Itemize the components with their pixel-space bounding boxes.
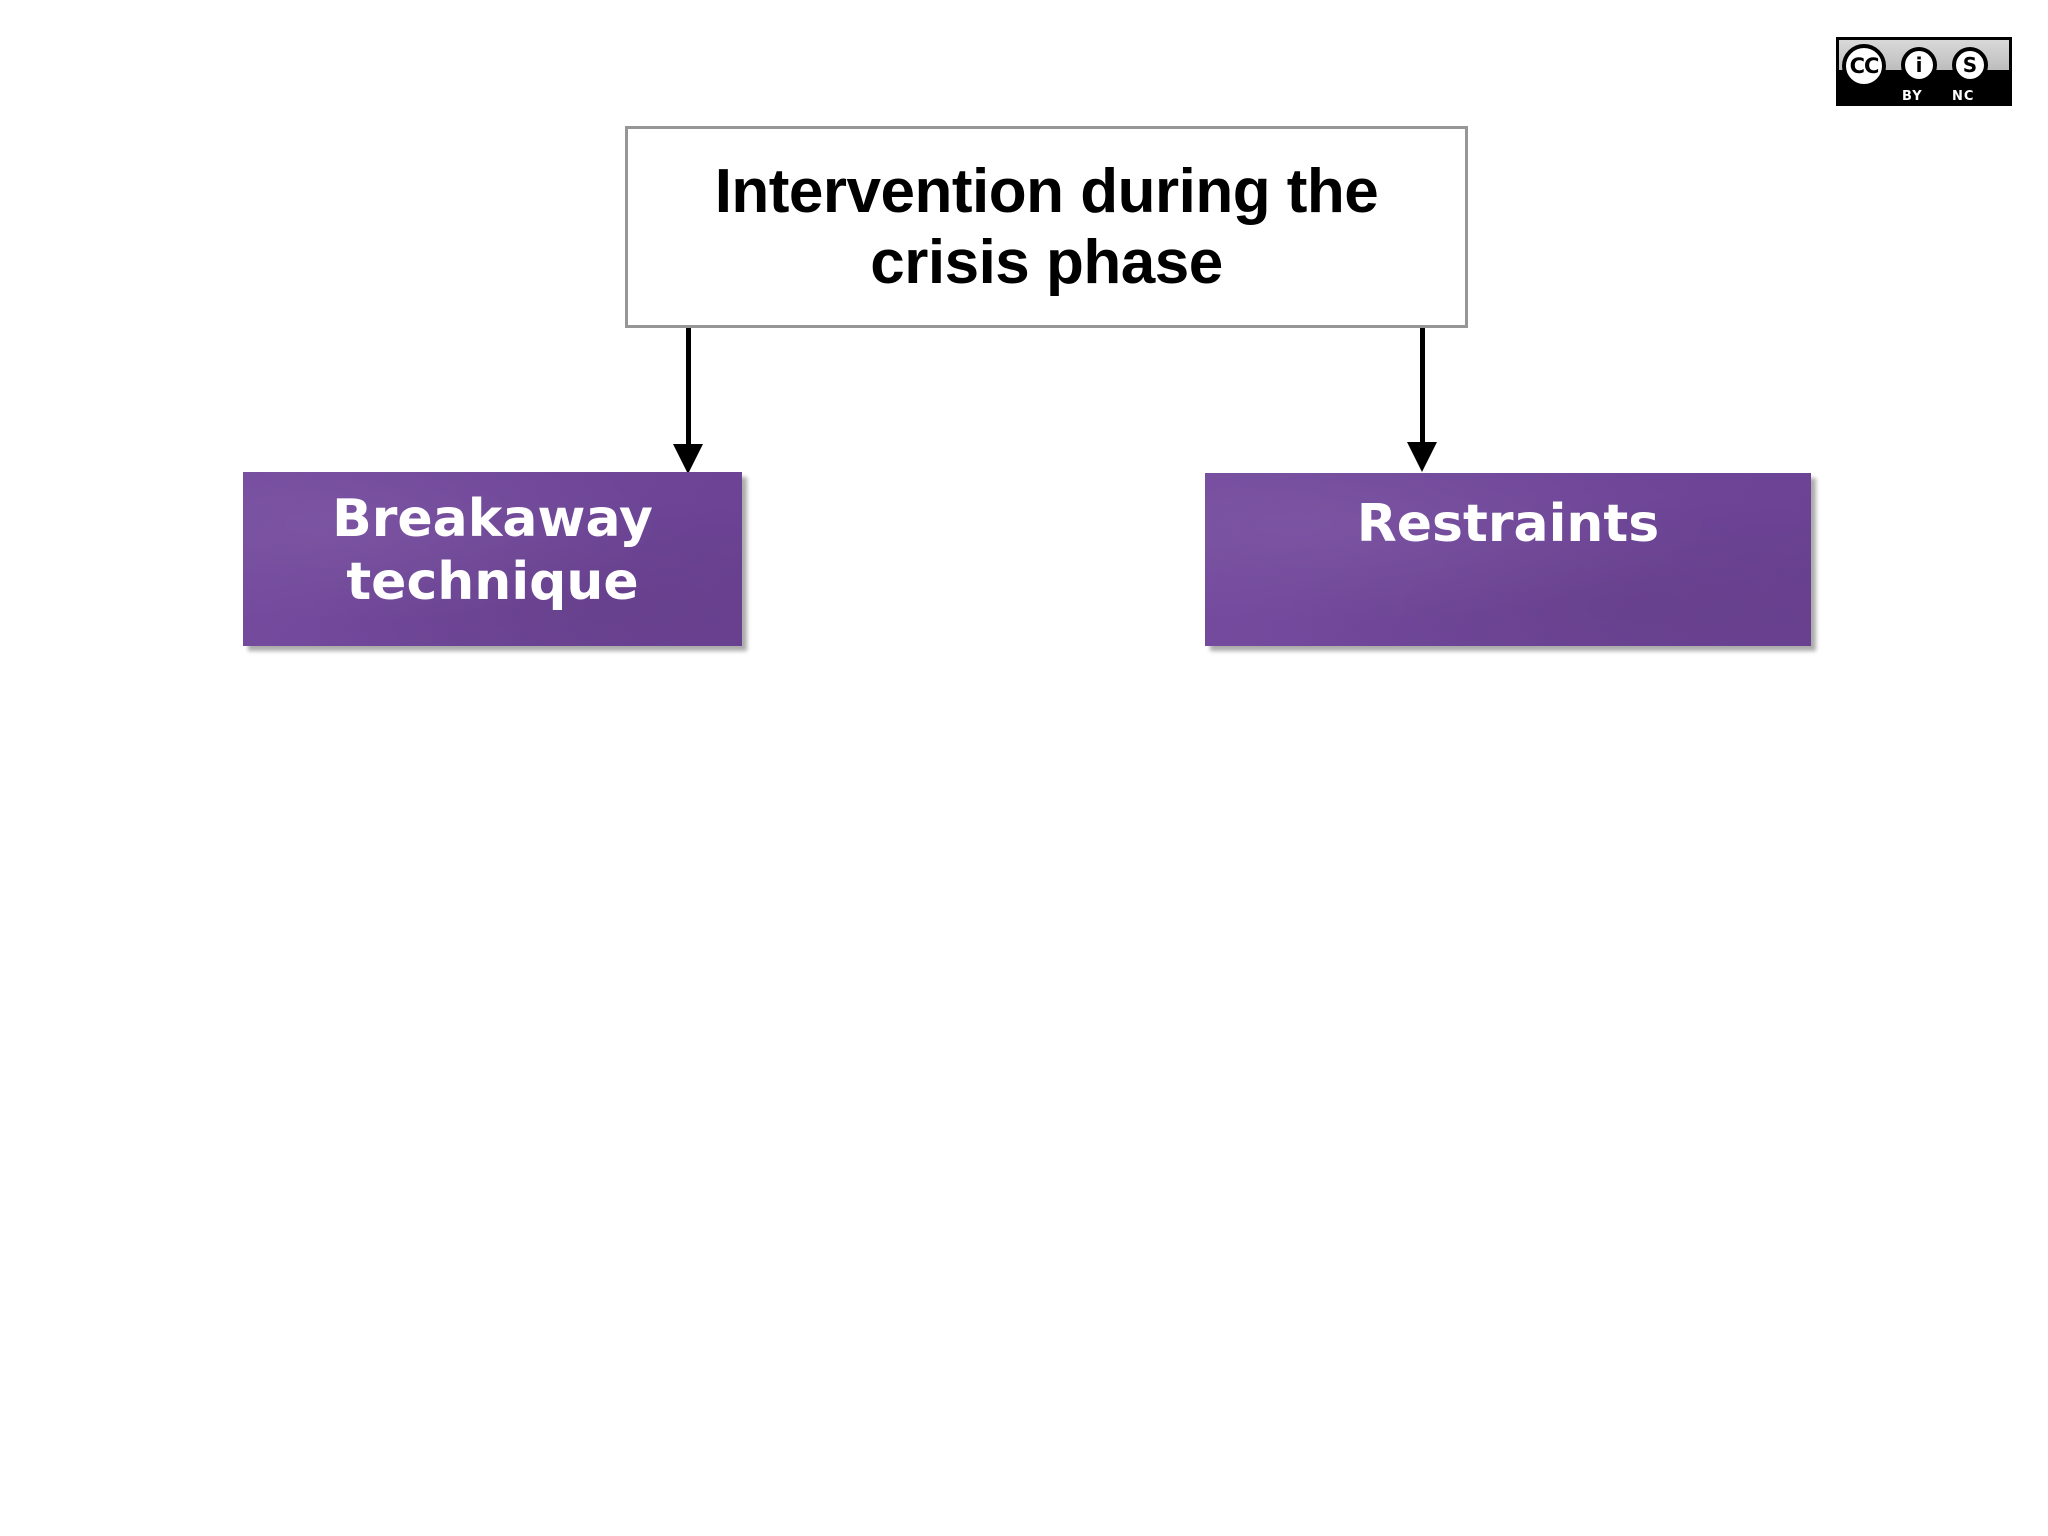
cc-by-label: BY	[1902, 89, 1923, 104]
cc-noncommercial-icon: S	[1952, 47, 1988, 83]
arrow-head-icon	[1407, 442, 1437, 472]
connector-line	[1420, 328, 1425, 446]
diagram-node-label: Breakaway technique	[332, 489, 653, 613]
diagram-root-label: Intervention during the crisis phase	[714, 156, 1379, 297]
diagram-node-breakaway-technique: Breakaway technique	[243, 472, 742, 646]
cc-attribution-icon: i	[1901, 47, 1937, 83]
creative-commons-badge[interactable]: CC i S BY NC	[1836, 37, 2012, 106]
cc-nc-label: NC	[1952, 89, 1975, 104]
connector-line	[686, 328, 691, 448]
diagram-root-node: Intervention during the crisis phase	[625, 126, 1468, 328]
diagram-node-restraints: Restraints	[1205, 473, 1811, 646]
arrow-head-icon	[673, 444, 703, 474]
cc-badge-inner: CC i S BY NC	[1839, 40, 2009, 104]
diagram-node-label: Restraints	[1356, 494, 1660, 554]
cc-logo-icon: CC	[1842, 44, 1886, 88]
